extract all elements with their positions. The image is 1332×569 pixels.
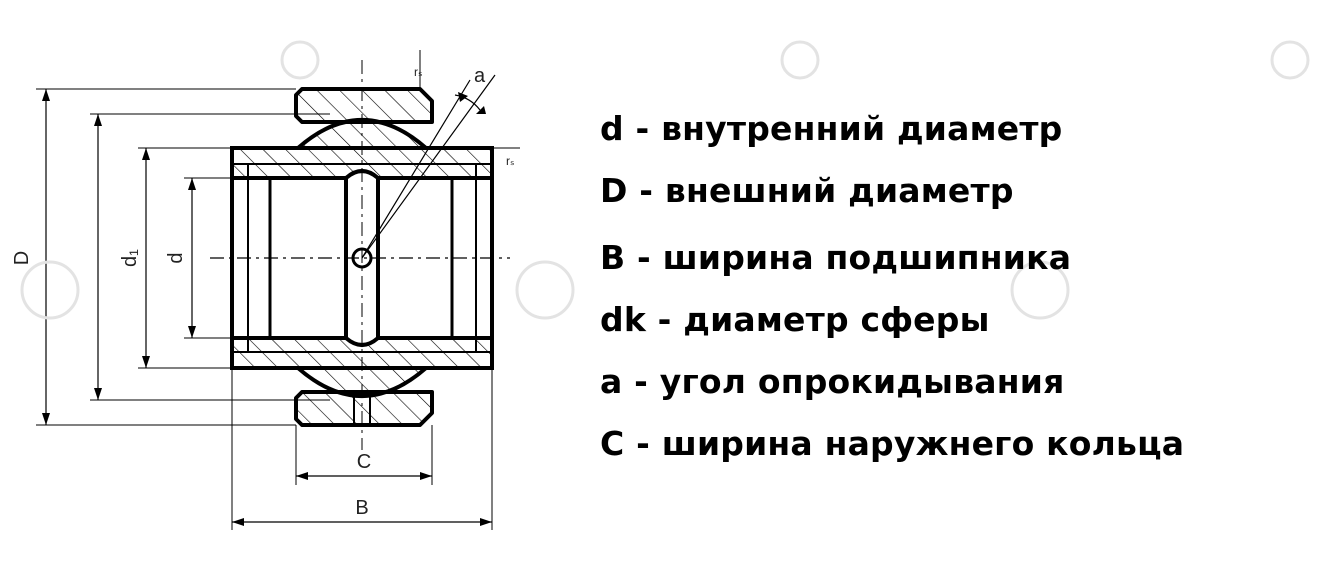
dimension-D: D bbox=[11, 88, 296, 426]
label-d1: d₁ bbox=[119, 249, 141, 267]
dimension-B: B bbox=[231, 368, 493, 530]
dimension-C: C bbox=[295, 425, 433, 485]
legend-item-width: B - ширина подшипника bbox=[600, 238, 1072, 277]
dimension-d1 bbox=[90, 113, 330, 401]
legend-item-tilt-angle: a - угол опрокидывания bbox=[600, 362, 1065, 401]
legend-item-inner-diameter: d - внутренний диаметр bbox=[600, 109, 1063, 148]
dimension-angle: a bbox=[454, 65, 486, 114]
dimension-d: d bbox=[165, 177, 270, 339]
legend-item-outer-ring-width: C - ширина наружнего кольца bbox=[600, 424, 1185, 463]
label-rs-top: rₛ bbox=[414, 65, 422, 79]
legend: d - внутренний диаметр D - внешний диаме… bbox=[600, 98, 1320, 475]
label-d: d bbox=[165, 252, 187, 263]
label-D: D bbox=[11, 251, 33, 265]
outer-ring-top bbox=[294, 87, 434, 124]
inner-ring bbox=[230, 118, 494, 425]
label-rs-right: rₛ bbox=[506, 154, 514, 168]
legend-item-outer-diameter: D - внешний диаметр bbox=[600, 171, 1014, 210]
label-angle: a bbox=[474, 65, 486, 87]
label-B: B bbox=[355, 497, 368, 519]
label-C: C bbox=[357, 451, 371, 473]
dimension-d1-inner: d₁ bbox=[119, 147, 232, 369]
legend-item-sphere-diameter: dk - диаметр сферы bbox=[600, 300, 990, 339]
